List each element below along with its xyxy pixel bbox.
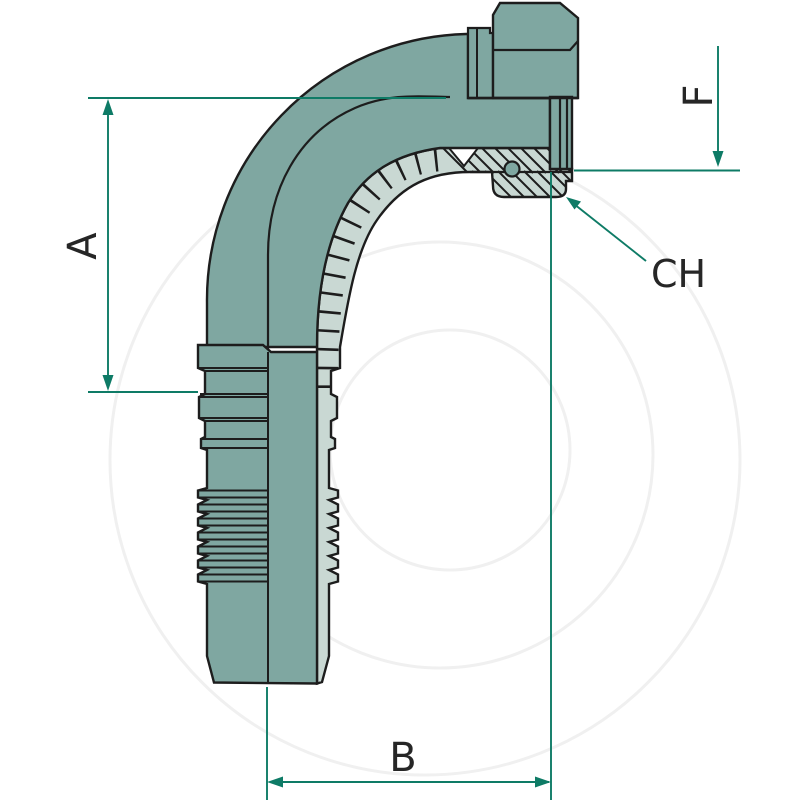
arrow-b-left [267,776,283,788]
dim-ch-label: CH [651,252,706,296]
arrow-b-right [535,776,551,788]
retaining-ball [503,160,521,178]
ch-leader-line [573,203,647,262]
dim-f-label: F [676,84,722,107]
watermark-curves [108,143,742,777]
hose-shank [196,343,319,685]
shank-detail-lines [198,352,269,683]
dim-b-label: B [389,735,416,781]
nut-hex-chamfer-line [494,40,579,52]
dimension-annotations [88,46,740,800]
elbow-body [205,32,552,349]
tube-wall-contour [266,95,451,352]
inner-tube-section [315,146,574,686]
arrow-ch [566,197,581,210]
dim-a-label: A [60,232,106,260]
arrow-a-up [102,99,114,115]
dimension-arrowheads [102,99,724,788]
arrow-a-down [102,375,114,391]
tube-flare-rings [466,26,495,100]
arrow-f-down [712,151,724,167]
